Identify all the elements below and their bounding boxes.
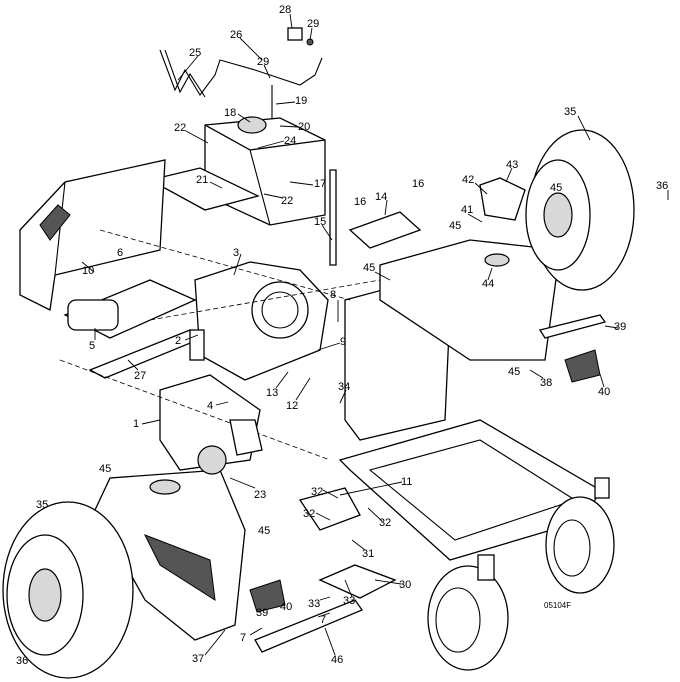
callout-25: 25	[189, 47, 201, 59]
callout-2: 2	[175, 335, 181, 347]
callout-36: 36	[656, 180, 668, 192]
callout-17: 17	[314, 178, 326, 190]
callout-45: 45	[550, 182, 562, 194]
callout-44: 44	[482, 278, 494, 290]
figure-code: 05104F	[544, 601, 571, 610]
callout-10: 10	[82, 265, 94, 277]
callout-33: 33	[343, 595, 355, 607]
callout-27: 27	[134, 370, 146, 382]
rear-wheel-left	[2, 501, 134, 679]
callout-14: 14	[375, 191, 387, 203]
callout-35: 35	[36, 499, 48, 511]
callout-45: 45	[258, 525, 270, 537]
fuel-tank	[148, 116, 326, 226]
callout-19: 19	[295, 95, 307, 107]
callout-11: 11	[401, 476, 412, 488]
callout-31: 31	[362, 548, 374, 560]
callout-6: 6	[117, 247, 123, 259]
callout-39: 39	[614, 321, 626, 333]
callout-16: 16	[354, 196, 366, 208]
left-fender	[94, 469, 246, 641]
callout-36: 36	[16, 655, 28, 667]
callout-12: 12	[286, 400, 298, 412]
callout-45: 45	[363, 262, 375, 274]
callout-13: 13	[266, 387, 278, 399]
caster-wheel-front	[427, 554, 509, 671]
mower-frame	[59, 229, 601, 561]
small-parts	[197, 169, 607, 653]
callout-22: 22	[174, 122, 186, 134]
callout-45: 45	[508, 366, 520, 378]
callout-32: 32	[379, 517, 391, 529]
fuel-line-assembly	[159, 27, 323, 120]
callout-45: 45	[449, 220, 461, 232]
rear-guard	[19, 159, 166, 311]
leader-lines	[81, 13, 669, 656]
callout-4: 4	[207, 400, 213, 412]
callout-30: 30	[399, 579, 411, 591]
callout-28: 28	[279, 4, 291, 16]
callout-45: 45	[99, 463, 111, 475]
callout-38: 38	[540, 377, 552, 389]
callout-33: 33	[308, 598, 320, 610]
callout-40: 40	[598, 386, 610, 398]
right-fender	[348, 177, 561, 361]
callout-29: 29	[307, 18, 319, 30]
callout-32: 32	[303, 508, 315, 520]
callout-21: 21	[196, 174, 208, 186]
callout-22: 22	[281, 195, 293, 207]
callout-8: 8	[330, 289, 336, 301]
callout-labels: 28 29 26 25 29 19 18 20 24 22 21 17 22 3…	[16, 4, 668, 667]
callout-5: 5	[89, 340, 95, 352]
callout-37: 37	[192, 653, 204, 665]
callout-18: 18	[224, 107, 236, 119]
callout-34: 34	[338, 381, 350, 393]
callout-3: 3	[233, 247, 239, 259]
callout-24: 24	[284, 135, 296, 147]
callout-46: 46	[331, 654, 343, 666]
callout-39: 39	[256, 607, 268, 619]
callout-1: 1	[133, 418, 139, 430]
callout-40: 40	[280, 601, 292, 613]
callout-16: 16	[412, 178, 424, 190]
callout-20: 20	[298, 121, 310, 133]
callout-15: 15	[314, 216, 326, 228]
callout-26: 26	[230, 29, 242, 41]
callout-29: 29	[257, 56, 269, 68]
callout-7: 7	[320, 614, 326, 626]
callout-42: 42	[462, 174, 474, 186]
caster-wheel-rear	[545, 477, 615, 594]
engine	[189, 261, 329, 381]
callout-41: 41	[461, 204, 473, 216]
callout-23: 23	[254, 489, 266, 501]
callout-35: 35	[564, 106, 576, 118]
callout-9: 9	[340, 336, 346, 348]
callout-7: 7	[240, 632, 246, 644]
callout-43: 43	[506, 159, 518, 171]
hydro-pump	[63, 279, 207, 379]
callout-32: 32	[311, 486, 323, 498]
rear-wheel-right	[525, 129, 635, 291]
